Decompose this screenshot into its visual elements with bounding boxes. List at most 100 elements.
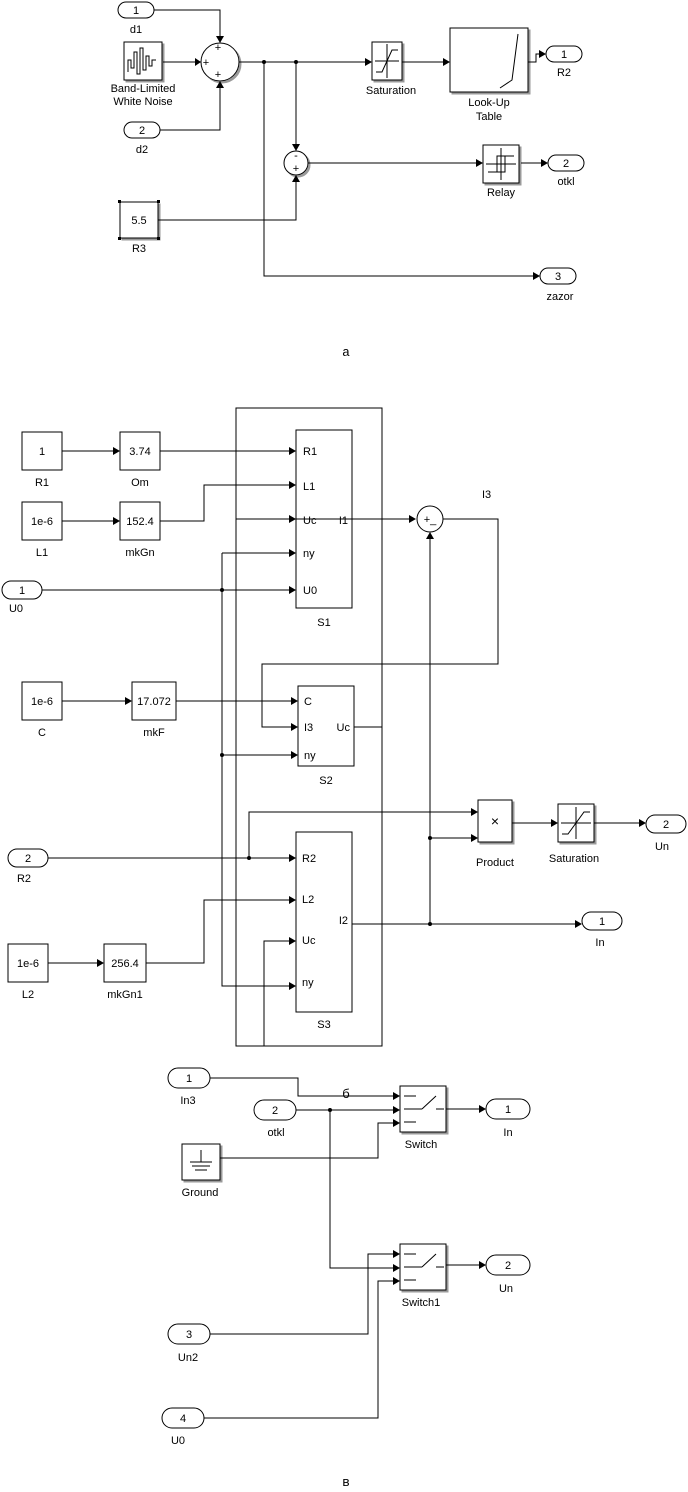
svg-text:Switch1: Switch1 — [402, 1297, 441, 1309]
gain-mkf[interactable]: 17.072 mkF — [131, 681, 177, 739]
switch1-block[interactable]: Switch1 — [399, 1243, 447, 1309]
subsystem-s2[interactable]: C I3 ny Uc S2 — [297, 685, 355, 787]
panel-c: 1 In3 2 otkl Ground Switch 1 In Switch1 — [161, 1067, 531, 1490]
svg-text:Switch: Switch — [405, 1139, 437, 1151]
svg-text:Table: Table — [476, 111, 502, 123]
svg-text:R2: R2 — [17, 873, 31, 885]
svg-text:3: 3 — [555, 271, 561, 283]
svg-text:L2: L2 — [22, 989, 34, 1001]
svg-text:2: 2 — [505, 1260, 511, 1272]
svg-text:d2: d2 — [136, 144, 148, 156]
svg-text:1e-6: 1e-6 — [31, 516, 53, 528]
constant-r1[interactable]: 1 R1 — [21, 431, 63, 489]
svg-text:L1: L1 — [36, 547, 48, 559]
svg-text:S3: S3 — [317, 1019, 330, 1031]
svg-text:Band-Limited: Band-Limited — [111, 83, 176, 95]
svg-text:+: + — [215, 42, 221, 54]
inport-in3[interactable]: 1 In3 — [167, 1067, 211, 1107]
svg-text:Look-Up: Look-Up — [468, 97, 510, 109]
outport-un-b[interactable]: 2 Un — [645, 814, 687, 853]
svg-text:Product: Product — [476, 857, 514, 869]
svg-text:S2: S2 — [319, 775, 332, 787]
subsystem-s1[interactable]: R1 L1 Uc ny U0 I1 S1 — [295, 429, 353, 629]
svg-text:×: × — [491, 813, 499, 829]
svg-text:L2: L2 — [302, 894, 314, 906]
svg-text:mkGn1: mkGn1 — [107, 989, 142, 1001]
svg-text:ny: ny — [304, 750, 316, 762]
svg-text:1: 1 — [599, 916, 605, 928]
svg-text:In: In — [503, 1127, 512, 1139]
svg-text:2: 2 — [563, 158, 569, 170]
wires-a — [154, 9, 548, 280]
constant-l2[interactable]: 1e-6 L2 — [7, 943, 49, 1001]
outport-in-b[interactable]: 1 In — [581, 911, 623, 949]
svg-text:+: + — [293, 163, 299, 175]
svg-text:L1: L1 — [303, 481, 315, 493]
svg-text:1: 1 — [39, 446, 45, 458]
constant-r3[interactable]: 5.5 R3 — [118, 200, 160, 255]
inport-u0-c[interactable]: 4 U0 — [161, 1407, 205, 1447]
svg-text:Uc: Uc — [302, 935, 316, 947]
product-block[interactable]: × Product — [476, 799, 514, 869]
panel-b: 1 R1 3.74 Om 1e-6 L1 152.4 mkGn 1 U0 R1 … — [1, 407, 687, 1102]
svg-text:1: 1 — [133, 5, 139, 17]
svg-text:R3: R3 — [132, 243, 146, 255]
svg-text:I3: I3 — [482, 489, 491, 501]
outport-in-c[interactable]: 1 In — [485, 1098, 531, 1139]
constant-c[interactable]: 1e-6 C — [21, 681, 63, 739]
svg-text:-: - — [294, 150, 298, 162]
wires-c — [204, 1077, 486, 1419]
outport-un-c[interactable]: 2 Un — [485, 1254, 531, 1295]
svg-text:otkl: otkl — [557, 176, 574, 188]
lookup-table-block[interactable]: Look-Up Table — [449, 27, 529, 123]
sum-block-2[interactable]: - + — [283, 150, 309, 176]
relay-block[interactable]: Relay — [482, 144, 520, 199]
svg-text:1e-6: 1e-6 — [31, 696, 53, 708]
outport-otkl[interactable]: 2 otkl — [547, 154, 585, 188]
band-limited-white-noise-block[interactable]: Band-Limited White Noise — [111, 41, 176, 108]
inport-d1[interactable]: 1 d1 — [117, 1, 155, 36]
saturation-block-b[interactable]: Saturation — [549, 803, 599, 865]
panel-a: 1 d1 Band-Limited White Noise 2 d2 + + + — [111, 1, 585, 360]
svg-text:ny: ny — [302, 977, 314, 989]
svg-text:Un2: Un2 — [178, 1352, 198, 1364]
inport-r2[interactable]: 2 R2 — [7, 848, 49, 885]
svg-text:R1: R1 — [35, 477, 49, 489]
sum-i3[interactable]: +_ I3 — [416, 489, 491, 533]
gain-om[interactable]: 3.74 Om — [119, 431, 161, 489]
svg-text:R2: R2 — [302, 853, 316, 865]
saturation-block-a[interactable]: Saturation — [366, 41, 416, 97]
inport-otkl[interactable]: 2 otkl — [253, 1099, 297, 1139]
svg-text:U0: U0 — [9, 603, 23, 615]
caption-b: б — [342, 1087, 350, 1102]
gain-mkgn[interactable]: 152.4 mkGn — [119, 501, 161, 559]
switch-block[interactable]: Switch — [399, 1085, 447, 1151]
svg-text:Uc: Uc — [303, 515, 317, 527]
svg-text:3.74: 3.74 — [129, 446, 150, 458]
svg-text:Un: Un — [655, 841, 669, 853]
svg-text:d1: d1 — [130, 24, 142, 36]
svg-text:5.5: 5.5 — [131, 215, 146, 227]
svg-text:+: + — [203, 57, 209, 69]
outport-r2[interactable]: 1 R2 — [545, 45, 583, 79]
inport-un2[interactable]: 3 Un2 — [167, 1323, 211, 1364]
outport-zazor[interactable]: 3 zazor — [539, 267, 577, 303]
svg-text:otkl: otkl — [267, 1127, 284, 1139]
inport-u0[interactable]: 1 U0 — [1, 580, 43, 615]
svg-text:3: 3 — [186, 1329, 192, 1341]
svg-text:Un: Un — [499, 1283, 513, 1295]
svg-text:1: 1 — [186, 1073, 192, 1085]
inport-d2[interactable]: 2 d2 — [123, 121, 161, 156]
svg-text:2: 2 — [25, 853, 31, 865]
svg-text:1: 1 — [561, 49, 567, 61]
wires-b — [42, 447, 646, 1046]
gain-mkgn1[interactable]: 256.4 mkGn1 — [103, 943, 147, 1001]
subsystem-s3[interactable]: R2 L2 Uc ny I2 S3 — [295, 831, 353, 1031]
sum-block-1[interactable]: + + + — [200, 42, 240, 82]
constant-l1[interactable]: 1e-6 L1 — [21, 501, 63, 559]
svg-text:+_: +_ — [424, 514, 437, 526]
ground-block[interactable]: Ground — [181, 1143, 221, 1199]
svg-text:S1: S1 — [317, 617, 330, 629]
svg-text:152.4: 152.4 — [126, 516, 154, 528]
svg-text:2: 2 — [139, 125, 145, 137]
